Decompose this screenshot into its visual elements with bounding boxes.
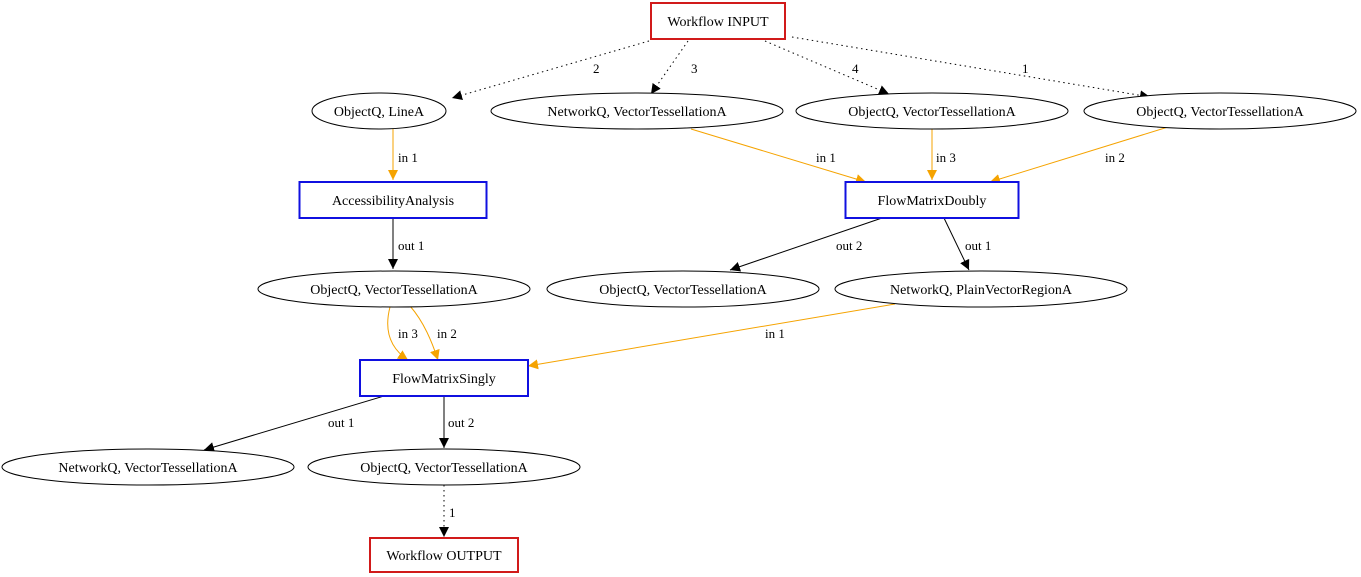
edge-input-to-d_objq_vta_1: 4	[764, 40, 890, 95]
data-node-d-objq-vta-1: ObjectQ, VectorTessellationA	[795, 92, 1069, 130]
edge-d_objq_vta_3-to-p_singly: in 3	[387, 306, 418, 361]
edges-layer: 2 3 4 1 in 1 in 1 in 3 in 2 out 1 out 2 out 1 in 3 i…	[203, 36, 1169, 537]
edge-line	[764, 40, 890, 95]
edge-p_doubly-to-d_netq_pvra: out 1	[943, 217, 991, 271]
node-ellipse	[546, 270, 820, 308]
node-label: ObjectQ, VectorTessellationA	[1136, 105, 1304, 120]
data-node-d-objq-linea: ObjectQ, LineA	[311, 92, 447, 130]
node-box	[298, 181, 488, 219]
node-ellipse	[795, 92, 1069, 130]
edge-label: 1	[449, 505, 456, 520]
node-label: Workflow OUTPUT	[386, 549, 502, 564]
io-node-output: Workflow OUTPUT	[369, 537, 519, 573]
edge-label: in 2	[437, 326, 457, 341]
edge-line	[527, 303, 896, 370]
edge-label: in 1	[398, 150, 418, 165]
node-label: NetworkQ, VectorTessellationA	[58, 461, 238, 476]
edge-d_objq_vta_1-to-p_doubly: in 3	[927, 129, 956, 180]
edge-label: 2	[593, 61, 600, 76]
node-ellipse	[257, 270, 531, 308]
edge-line	[989, 126, 1169, 184]
edge-label: out 2	[448, 415, 474, 430]
edge-p_singly-to-d_objq_vta_5: out 2	[439, 396, 474, 448]
edge-label: in 3	[398, 326, 418, 341]
node-box	[369, 537, 519, 573]
data-node-d-objq-vta-3: ObjectQ, VectorTessellationA	[257, 270, 531, 308]
data-node-d-objq-vta-2: ObjectQ, VectorTessellationA	[1083, 92, 1357, 130]
edge-p_singly-to-d_netq_vta_2: out 1	[203, 395, 385, 452]
edge-p_doubly-to-d_objq_vta_4: out 2	[729, 217, 883, 272]
node-box	[844, 181, 1020, 219]
process-node-p-doubly: FlowMatrixDoubly	[844, 181, 1020, 219]
node-box	[359, 359, 529, 397]
node-ellipse	[1083, 92, 1357, 130]
edge-line	[387, 306, 409, 361]
edge-label: in 3	[936, 150, 956, 165]
process-node-p-access: AccessibilityAnalysis	[298, 181, 488, 219]
node-label: ObjectQ, VectorTessellationA	[848, 105, 1016, 120]
data-node-d-netq-vta-1: NetworkQ, VectorTessellationA	[490, 92, 784, 130]
edge-line	[203, 395, 385, 452]
io-node-input: Workflow INPUT	[650, 2, 786, 40]
edge-label: out 2	[836, 238, 862, 253]
edge-d_objq_linea-to-p_access: in 1	[388, 129, 418, 180]
node-label: ObjectQ, VectorTessellationA	[360, 461, 528, 476]
node-label: AccessibilityAnalysis	[332, 194, 454, 209]
node-ellipse	[311, 92, 447, 130]
edge-line	[791, 36, 1151, 101]
data-node-d-netq-vta-2: NetworkQ, VectorTessellationA	[1, 448, 295, 486]
edge-label: out 1	[398, 238, 424, 253]
node-label: ObjectQ, VectorTessellationA	[310, 283, 478, 298]
data-node-d-objq-vta-5: ObjectQ, VectorTessellationA	[307, 448, 581, 486]
edge-line	[451, 40, 650, 101]
edge-line	[943, 217, 970, 271]
edge-label: out 1	[965, 238, 991, 253]
node-box	[650, 2, 786, 40]
node-label: ObjectQ, VectorTessellationA	[599, 283, 767, 298]
edge-label: in 1	[765, 326, 785, 341]
edge-label: 3	[691, 61, 698, 76]
edge-label: out 1	[328, 415, 354, 430]
edge-d_objq_vta_5-to-output: 1	[439, 485, 456, 537]
node-label: ObjectQ, LineA	[334, 105, 425, 120]
node-label: Workflow INPUT	[667, 15, 769, 30]
edge-input-to-d_objq_vta_2: 1	[791, 36, 1151, 101]
node-label: NetworkQ, VectorTessellationA	[547, 105, 727, 120]
edge-d_netq_pvra-to-p_singly: in 1	[527, 303, 896, 370]
node-ellipse	[307, 448, 581, 486]
node-ellipse	[1, 448, 295, 486]
edge-line	[650, 40, 689, 95]
edge-label: 4	[852, 61, 859, 76]
edge-line	[729, 217, 883, 272]
edge-line	[690, 128, 867, 184]
edge-line	[409, 305, 440, 361]
node-ellipse	[834, 270, 1128, 308]
node-ellipse	[490, 92, 784, 130]
edge-p_access-to-d_objq_vta_3: out 1	[388, 218, 424, 269]
edge-input-to-d_netq_vta_1: 3	[650, 40, 698, 95]
data-node-d-netq-pvra: NetworkQ, PlainVectorRegionA	[834, 270, 1128, 308]
node-label: NetworkQ, PlainVectorRegionA	[890, 283, 1073, 298]
node-label: FlowMatrixSingly	[392, 372, 495, 387]
node-label: FlowMatrixDoubly	[878, 194, 987, 209]
process-node-p-singly: FlowMatrixSingly	[359, 359, 529, 397]
edge-label: 1	[1022, 61, 1029, 76]
data-node-d-objq-vta-4: ObjectQ, VectorTessellationA	[546, 270, 820, 308]
edge-d_objq_vta_3-to-p_singly: in 2	[409, 305, 457, 361]
edge-label: in 2	[1105, 150, 1125, 165]
edge-d_netq_vta_1-to-p_doubly: in 1	[690, 128, 867, 184]
edge-d_objq_vta_2-to-p_doubly: in 2	[989, 126, 1169, 184]
edge-label: in 1	[816, 150, 836, 165]
edge-input-to-d_objq_linea: 2	[451, 40, 650, 101]
